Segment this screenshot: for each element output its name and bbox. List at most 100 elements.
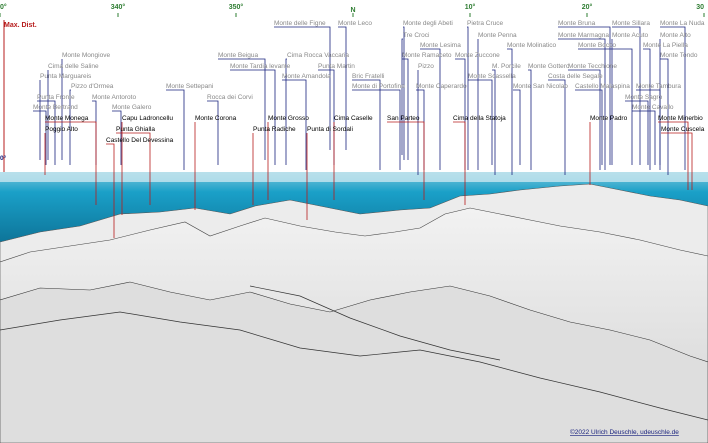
peak-name-label[interactable]: Monte La Nuda (660, 20, 705, 27)
peak-name-label[interactable]: Monte di Portofino (352, 83, 405, 90)
peak-name-label[interactable]: Cima della Statoja (453, 115, 506, 122)
peak-name-label[interactable]: M. Porcile (492, 63, 521, 70)
horizon-haze (0, 172, 708, 182)
peak-name-label[interactable]: Monte Mongiove (62, 52, 110, 59)
peak-pointer-line (468, 79, 493, 165)
peak-pointer-line (318, 69, 335, 165)
peak-name-label[interactable]: Monte Bruna (558, 20, 596, 27)
peak-name-label[interactable]: Monte Settepani (166, 83, 213, 90)
peak-name-label[interactable]: Tre Croci (403, 32, 429, 39)
peak-name-label[interactable]: Monte Leco (338, 20, 372, 27)
peak-name-label[interactable]: Punta di Sordali (307, 126, 353, 133)
peak-name-label[interactable]: Monte La Piella (643, 42, 688, 49)
peak-name-label[interactable]: Punta Martin (318, 63, 355, 70)
peak-pointer-line (401, 38, 403, 155)
compass-label: 20° (582, 3, 593, 11)
peak-name-label[interactable]: Capu Ladroncellu (122, 115, 173, 122)
peak-name-label[interactable]: Monte Tardia levante (230, 63, 291, 70)
peak-name-label[interactable]: Monte Zuccone (455, 52, 500, 59)
peak-name-label[interactable]: Monte Caperardo (416, 83, 467, 90)
credit-link[interactable]: ©2022 Ulrich Deuschle, udeuschle.de (570, 428, 679, 436)
peak-name-label[interactable]: Monte Lesima (420, 42, 461, 49)
peak-name-label[interactable]: Monte Amandola (282, 73, 331, 80)
peak-pointer-line (218, 58, 266, 160)
peak-name-label[interactable]: Monte Cuscela (661, 126, 705, 133)
peak-name-label[interactable]: Monte Acuto (612, 32, 649, 39)
peak-name-label[interactable]: Monte Tondo (660, 52, 698, 59)
peak-pointer-line (352, 89, 401, 170)
peak-pointer-line (282, 79, 307, 170)
peak-name-label[interactable]: Cima delle Saline (48, 63, 99, 70)
peak-name-label[interactable]: Punta Marguareis (40, 73, 92, 80)
peak-name-label[interactable]: Monte Ramaceto (402, 52, 452, 59)
peak-name-label[interactable]: Monte Sagro (625, 94, 663, 101)
peak-name-label[interactable]: Monte Tecchione (568, 63, 617, 70)
peak-name-label[interactable]: Monte Sillara (612, 20, 650, 27)
peak-name-label[interactable]: Castello Malaspina (575, 83, 630, 90)
peak-name-label[interactable]: Punta Fronte (37, 94, 75, 101)
peak-pointer-line (207, 100, 219, 165)
peak-pointer-line (92, 100, 97, 165)
peak-pointer-line (643, 48, 651, 170)
peak-pointer-line (338, 26, 347, 150)
peak-name-label[interactable]: Monte San Nicolao (513, 83, 568, 90)
peak-name-label[interactable]: Punta Radiche (253, 126, 296, 133)
peak-name-label[interactable]: Monte Cavallo (632, 104, 674, 111)
ridge-line-1 (0, 311, 708, 421)
compass-label: 350° (229, 3, 244, 11)
peak-pointer-line (658, 121, 689, 190)
peak-name-label[interactable]: Monte Monega (45, 115, 89, 122)
peak-name-label[interactable]: San Parteo (387, 115, 420, 122)
peak-name-label[interactable]: Monte Corona (195, 115, 237, 122)
peak-name-label[interactable]: Monte Alto (660, 32, 691, 39)
peak-name-label[interactable]: Monte Marmagna (558, 32, 609, 39)
peak-name-label[interactable]: Monte Bertrand (33, 104, 78, 111)
peak-pointer-line (420, 48, 441, 170)
peak-pointer-line (45, 121, 97, 205)
peak-name-label[interactable]: Cima Rocca Vaccaria (287, 52, 349, 59)
peak-name-label[interactable]: Monte delle Figne (274, 20, 326, 27)
peak-pointer-line (513, 89, 521, 165)
peak-pointer-line (416, 89, 425, 170)
peak-pointer-line (558, 26, 611, 165)
peak-name-label[interactable]: Monte Penna (478, 32, 517, 39)
peak-name-label[interactable]: Monte Bocco (578, 42, 616, 49)
peak-name-label[interactable]: Monte Minerbio (658, 115, 703, 122)
peak-pointer-line (352, 79, 381, 170)
peak-name-label[interactable]: Castello Del Devessina (106, 137, 174, 144)
peak-pointer-line (69, 89, 71, 165)
peak-name-label[interactable]: Poggio Alto (45, 126, 78, 133)
peak-name-label[interactable]: Punta Ghialla (116, 126, 155, 133)
peak-pointer-line (467, 26, 469, 170)
peak-name-label[interactable]: Monte Padro (590, 115, 628, 122)
peak-name-label[interactable]: Monte Grosso (268, 115, 309, 122)
peak-name-label[interactable]: Rocca dei Corvi (207, 94, 253, 101)
peak-name-label[interactable]: Monte Tambura (636, 83, 681, 90)
peak-name-label[interactable]: Monte Beigua (218, 52, 258, 59)
max-dist-label: Max. Dist. (4, 22, 37, 29)
compass-label: 30 (696, 4, 704, 11)
peak-name-label[interactable]: Pietra Cruce (467, 20, 504, 27)
peak-pointer-line (387, 121, 425, 200)
peak-name-label[interactable]: Monte Scassella (468, 73, 516, 80)
peak-name-label[interactable]: Monte Molinatico (507, 42, 557, 49)
peak-name-label[interactable]: Monte Galero (112, 104, 152, 111)
peak-name-label[interactable]: Costa delle Segale (548, 73, 603, 80)
peak-pointer-line (274, 26, 331, 150)
peak-name-label[interactable]: Monte degli Abeti (403, 20, 453, 27)
peak-name-label[interactable]: Cima Caselle (334, 115, 373, 122)
peak-pointer-line (636, 89, 661, 165)
peak-pointer-line (568, 69, 601, 170)
peak-name-label[interactable]: Monte Gottero (528, 63, 570, 70)
peak-name-label[interactable]: Pizzo d'Ormea (71, 83, 114, 90)
peak-pointer-line (660, 58, 669, 175)
peak-name-label[interactable]: Bric Fratelli (352, 73, 385, 80)
peak-name-label[interactable]: Monte Antoroto (92, 94, 136, 101)
peak-pointer-line (507, 48, 513, 175)
terrain-front (0, 281, 708, 443)
peak-pointer-line (116, 132, 151, 205)
peak-name-label[interactable]: Pizzo (418, 63, 434, 70)
